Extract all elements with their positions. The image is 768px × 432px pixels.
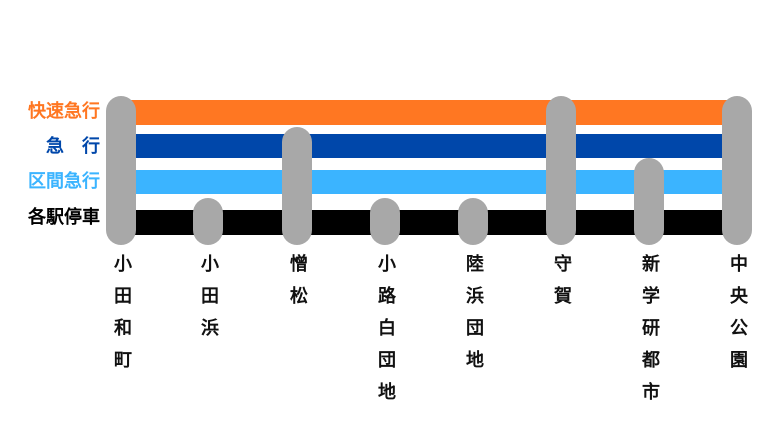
service-label-section-express: 区間急行 [28, 171, 100, 192]
station-name: 中央公園 [727, 254, 748, 382]
station-marker [193, 198, 223, 245]
service-line-express [128, 134, 728, 158]
service-line-local [128, 210, 728, 235]
service-line-section-express [128, 170, 728, 194]
station-name: 守賀 [551, 254, 572, 318]
service-label-rapid-express: 快速急行 [28, 101, 100, 122]
station-name: 新学研都市 [639, 254, 660, 414]
service-line-rapid-express [128, 100, 728, 125]
station-name: 小田和町 [111, 254, 132, 382]
service-label-local: 各駅停車 [28, 207, 100, 228]
station-marker [458, 198, 488, 245]
station-name: 陸浜団地 [463, 254, 484, 382]
station-marker [282, 127, 312, 245]
station-marker [546, 96, 576, 245]
station-marker [634, 158, 664, 245]
station-name: 小路白団地 [375, 254, 396, 414]
station-name: 小田浜 [198, 254, 219, 350]
station-marker [106, 96, 136, 245]
station-marker [370, 198, 400, 245]
station-marker [722, 96, 752, 245]
service-label-express: 急 行 [46, 136, 100, 157]
station-name: 憎松 [287, 254, 308, 318]
